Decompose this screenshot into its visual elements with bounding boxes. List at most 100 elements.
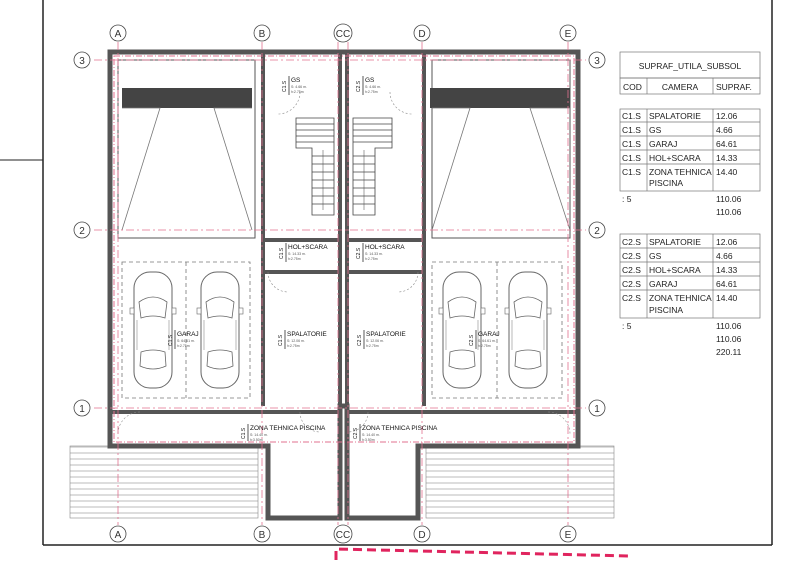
svg-text:h:2.75m: h:2.75m <box>287 344 300 348</box>
svg-text:GS: GS <box>291 77 301 84</box>
svg-text:h:2.75m: h:2.75m <box>177 344 190 348</box>
grid-label: CC <box>336 530 350 541</box>
svg-text:ZONA TEHNICA PISCINA: ZONA TEHNICA PISCINA <box>250 425 326 432</box>
table-cell: ZONA TEHNICA <box>649 167 712 177</box>
table-cell: 4.66 <box>716 251 733 261</box>
svg-text:S: 12.06 m.: S: 12.06 m. <box>366 339 384 343</box>
grid-bubble-CC-top: CC <box>333 23 353 43</box>
grid-bubble-D-top: D <box>413 24 431 42</box>
table-cell: C1.S <box>622 167 641 177</box>
room-tag-zona-left: C1.S ZONA TEHNICA PISCINA S: 14.40 m. h:… <box>241 424 326 442</box>
svg-text:S: 4.66 m.: S: 4.66 m. <box>291 85 307 89</box>
table-title: SUPRAF_UTILA_SUBSOL <box>639 61 742 71</box>
table-cell: GS <box>649 125 662 135</box>
table-header-camera: CAMERA <box>662 82 699 92</box>
svg-text:h:2.75m: h:2.75m <box>288 257 301 261</box>
table-cell: SPALATORIE <box>649 111 701 121</box>
grid-bubble-CC-bottom: CC <box>333 524 353 544</box>
grid-bubble-2-right: 2 <box>588 221 606 239</box>
table-count: : 5 <box>622 194 632 204</box>
table-header-cod: COD <box>623 82 642 92</box>
grid-label: 2 <box>594 226 600 237</box>
table-cell: 14.33 <box>716 265 738 275</box>
room-tag-garaj-left: C1.S GARAJ S: 64.61 m. h:2.75m <box>168 330 199 349</box>
svg-text:h:2.75m: h:2.75m <box>291 90 304 94</box>
svg-text:GARAJ: GARAJ <box>177 331 199 338</box>
grid-label: 3 <box>594 56 600 67</box>
table-header-supraf: SUPRAF. <box>716 82 752 92</box>
grid-label: A <box>115 530 122 541</box>
svg-text:HOL+SCARA: HOL+SCARA <box>365 244 405 251</box>
grid-label: E <box>565 530 572 541</box>
table-cell: 4.66 <box>716 125 733 135</box>
svg-text:h:3.50m: h:3.50m <box>362 438 375 442</box>
svg-text:GS: GS <box>365 77 375 84</box>
svg-text:C2.S: C2.S <box>357 334 363 346</box>
grid-label: E <box>565 29 572 40</box>
room-tag-spalatorie-right: C2.S SPALATORIE S: 12.06 m. h:2.75m <box>357 330 406 349</box>
grid-bubble-1-right: 1 <box>588 399 606 417</box>
grid-label: 1 <box>79 404 85 415</box>
svg-text:S: 14.40 m.: S: 14.40 m. <box>250 433 268 437</box>
table-cell: C2.S <box>622 237 641 247</box>
svg-text:S: 4.66 m.: S: 4.66 m. <box>365 85 381 89</box>
area-schedule-table <box>619 51 761 319</box>
table-cell: C1.S <box>622 111 641 121</box>
interior-walls <box>110 52 578 414</box>
car-icon <box>504 271 552 389</box>
grid-bubble-A-top: A <box>109 24 127 42</box>
table-cell: C2.S <box>622 293 641 303</box>
grid-bubble-A-bottom: A <box>109 525 127 543</box>
grid-bubble-E-top: E <box>559 24 577 42</box>
table-cell: 14.33 <box>716 153 738 163</box>
grid-label: D <box>418 29 425 40</box>
svg-text:S: 64.61 m.: S: 64.61 m. <box>478 339 496 343</box>
svg-text:C2.S: C2.S <box>356 80 362 92</box>
svg-text:h:2.75m: h:2.75m <box>366 344 379 348</box>
svg-text:C1.S: C1.S <box>241 427 247 439</box>
terrain-hatch-right <box>425 445 615 519</box>
door-swings <box>117 91 571 435</box>
grid-label: B <box>259 530 266 541</box>
table-cell: C1.S <box>622 153 641 163</box>
stair-right-icon <box>352 117 393 216</box>
svg-text:C2.S: C2.S <box>353 427 359 439</box>
table-cell: SPALATORIE <box>649 237 701 247</box>
table-cell: 12.06 <box>716 237 738 247</box>
table-cell: GARAJ <box>649 279 677 289</box>
svg-text:C2.S: C2.S <box>356 247 362 259</box>
table-cell: ZONA TEHNICA <box>649 293 712 303</box>
table-cell: 14.40 <box>716 293 738 303</box>
garage-door-right <box>430 88 570 108</box>
table-cell: GS <box>649 251 662 261</box>
svg-text:C1.S: C1.S <box>279 247 285 259</box>
svg-text:S: 14.33 m.: S: 14.33 m. <box>288 252 306 256</box>
room-tag-hol-left: C1.S HOL+SCARA S: 14.33 m. h:2.75m <box>279 243 328 262</box>
svg-text:C1.S: C1.S <box>168 334 174 346</box>
table-cell: C1.S <box>622 139 641 149</box>
table-cell: 12.06 <box>716 111 738 121</box>
table-cell: HOL+SCARA <box>649 265 701 275</box>
table-cell: C2.S <box>622 279 641 289</box>
grid-bubble-B-top: B <box>253 24 271 42</box>
table-cell: 14.40 <box>716 167 738 177</box>
table-cell: C2.S <box>622 265 641 275</box>
table-cell: PISCINA <box>649 305 683 315</box>
grid-label: B <box>259 29 266 40</box>
table-cell: C2.S <box>622 251 641 261</box>
svg-text:S: 64.61 m.: S: 64.61 m. <box>177 339 195 343</box>
grid-bubble-1-left: 1 <box>73 399 91 417</box>
grid-lines <box>94 42 586 525</box>
car-icon <box>196 271 244 389</box>
svg-text:HOL+SCARA: HOL+SCARA <box>288 244 328 251</box>
grid-bubble-3-right: 3 <box>588 51 606 69</box>
table-total: 110.06 <box>716 194 742 204</box>
room-tag-garaj-right: C2.S GARAJ S: 64.61 m. h:2.75m <box>469 330 500 349</box>
grid-label: 2 <box>79 226 85 237</box>
table-cell: 64.61 <box>716 279 738 289</box>
svg-text:S: 14.40 m.: S: 14.40 m. <box>362 433 380 437</box>
table-cell: 64.61 <box>716 139 738 149</box>
room-tag-zona-right: C2.S ZONA TEHNICA PISCINA S: 14.40 m. h:… <box>353 424 438 442</box>
svg-text:GARAJ: GARAJ <box>478 331 500 338</box>
